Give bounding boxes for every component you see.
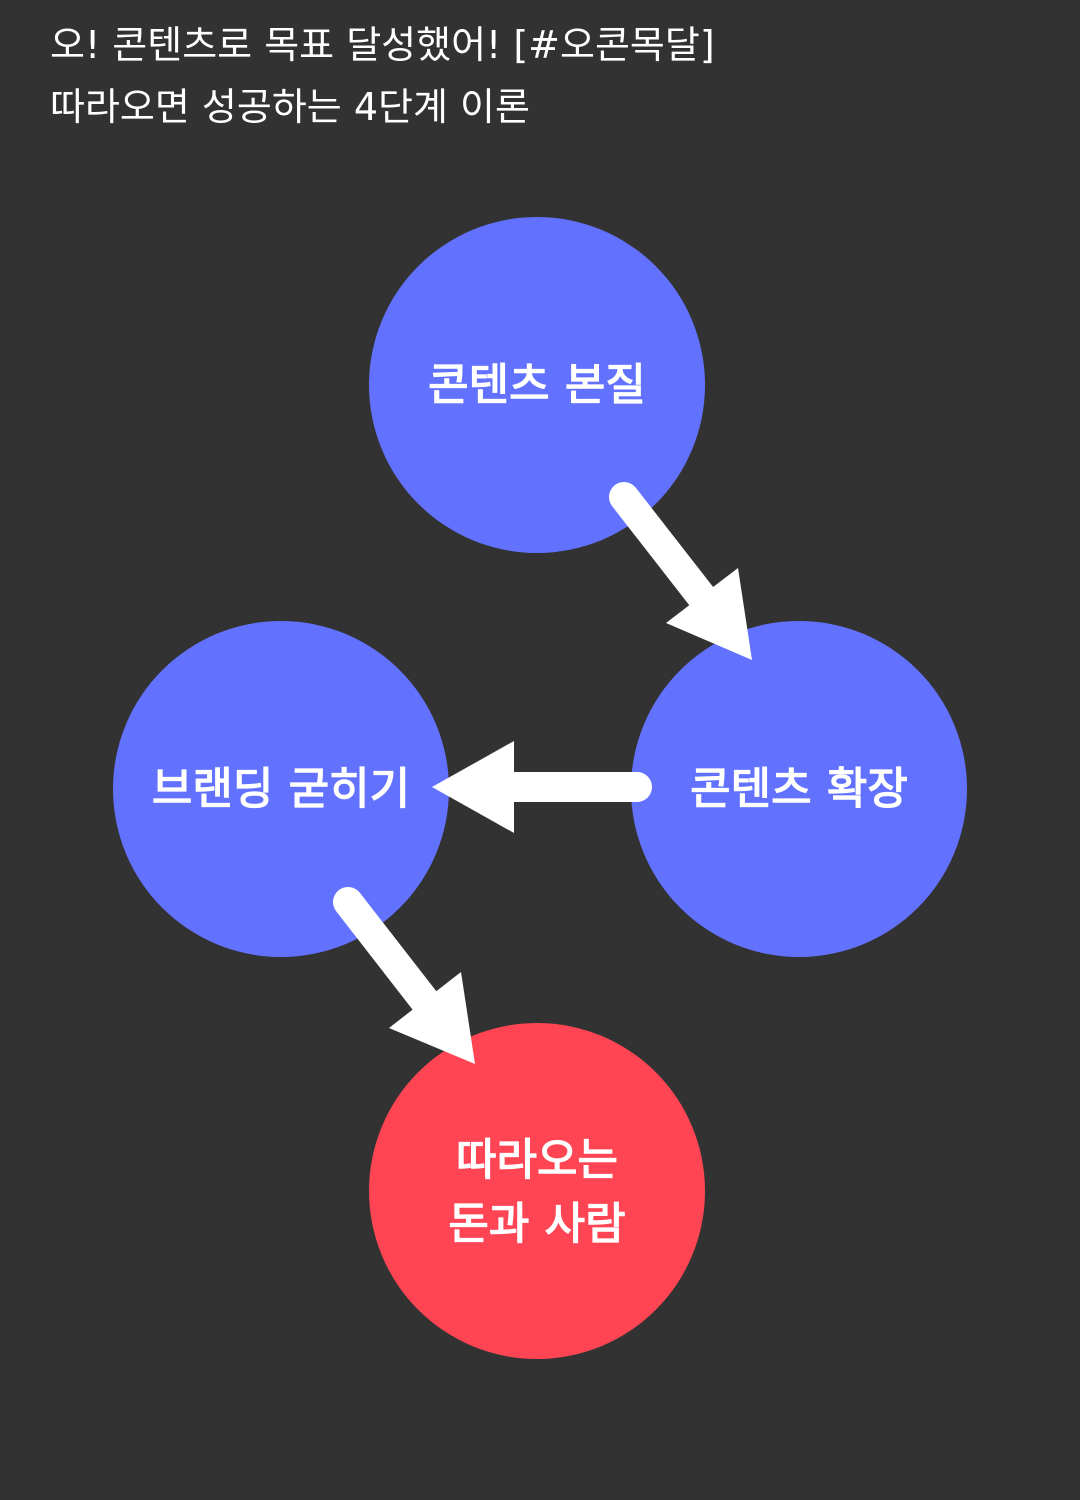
- header-title: 오! 콘텐츠로 목표 달성했어! [#오콘목달]: [50, 23, 715, 67]
- node-content-essence: 콘텐츠 본질: [369, 217, 705, 553]
- node-result-label-line2: 돈과 사람: [448, 1199, 625, 1250]
- node-result-circle: [369, 1023, 705, 1359]
- node-branding-label: 브랜딩 굳히기: [152, 764, 410, 815]
- node-content-essence-label: 콘텐츠 본질: [428, 360, 646, 411]
- arrow-branding-to-result-shaft: [333, 887, 443, 1020]
- node-content-expansion-circle: [631, 621, 967, 957]
- arrow-expansion-to-branding-head: [432, 741, 514, 833]
- node-branding-circle: [113, 621, 449, 957]
- arrow-essence-to-expansion-shaft: [609, 482, 720, 616]
- node-result-label-line1: 따라오는: [456, 1135, 618, 1186]
- node-content-expansion-label: 콘텐츠 확장: [690, 764, 908, 815]
- node-result: 따라오는 돈과 사람: [369, 1023, 705, 1359]
- node-content-expansion: 콘텐츠 확장: [631, 621, 967, 957]
- arrow-branding-to-result-head: [389, 972, 475, 1064]
- arrow-essence-to-expansion: [609, 482, 752, 660]
- arrow-expansion-to-branding: [432, 741, 652, 833]
- node-branding: 브랜딩 굳히기: [113, 621, 449, 957]
- arrow-essence-to-expansion-head: [666, 568, 752, 660]
- header-subtitle: 따라오면 성공하는 4단계 이론: [50, 85, 530, 129]
- page-header: 오! 콘텐츠로 목표 달성했어! [#오콘목달] 따라오면 성공하는 4단계 이…: [50, 14, 1050, 138]
- arrow-branding-to-result: [333, 887, 475, 1064]
- node-content-essence-circle: [369, 217, 705, 553]
